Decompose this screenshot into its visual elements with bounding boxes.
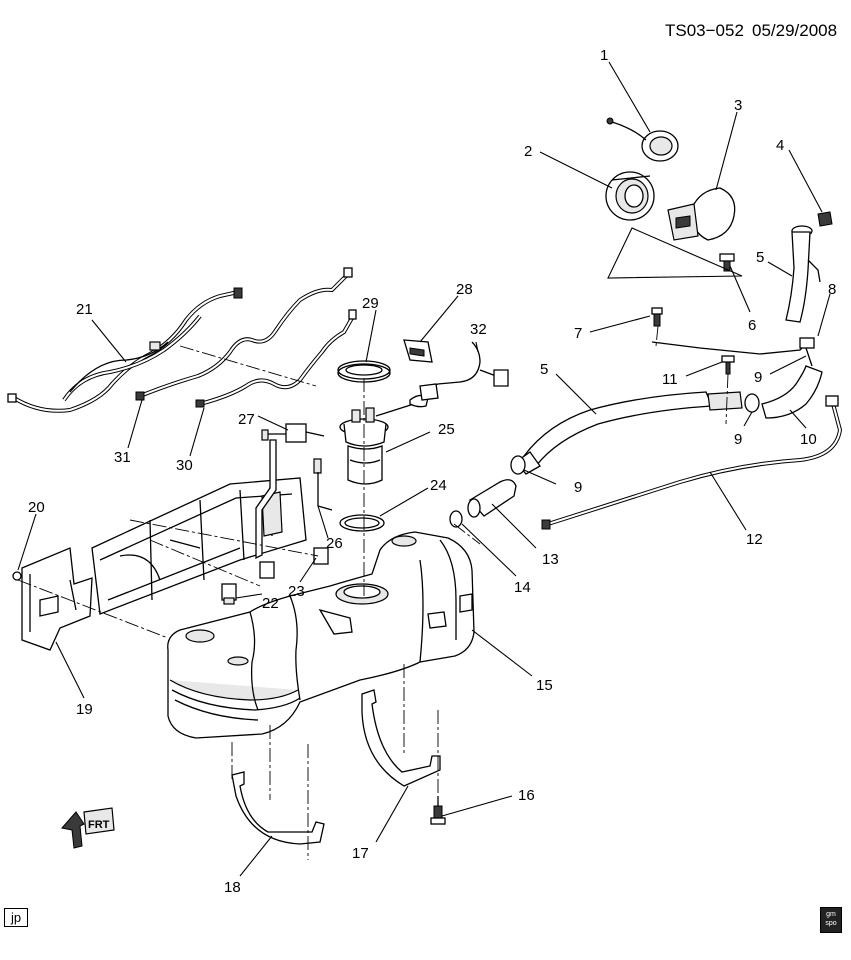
callout-25: 25 (438, 421, 455, 438)
callout-22: 22 (262, 595, 279, 612)
assembly-centerlines (17, 325, 729, 860)
callout-16: 16 (518, 787, 535, 804)
callout-8: 8 (828, 281, 836, 298)
callout-7: 7 (574, 325, 582, 342)
fuel-pump-module (339, 394, 429, 485)
filler-pipe-bolt (651, 307, 663, 327)
fuel-filler-housing (605, 171, 655, 221)
fuel-pump-harness (419, 341, 509, 401)
callout-18: 18 (224, 879, 241, 896)
callout-1: 1 (600, 47, 608, 64)
fuel-cap (606, 117, 679, 162)
fuel-tank-fill-hose (467, 479, 517, 518)
callout-numbers: 1 2 3 4 5 6 7 8 5 9 10 11 9 12 13 9 14 1… (28, 47, 836, 896)
callout-31: 31 (114, 449, 131, 466)
filler-neck-bracket-line (651, 337, 815, 367)
diagram-date: 05/29/2008 (752, 21, 837, 40)
strap-bolt (430, 796, 446, 825)
callout-17: 17 (352, 845, 369, 862)
fuel-filler-door (667, 187, 736, 241)
callout-32: 32 (470, 321, 487, 338)
fuel-feed-pipe (195, 309, 357, 408)
callout-4: 4 (776, 137, 784, 154)
callout-13: 13 (542, 551, 559, 568)
fuel-tank-strap-front (361, 689, 441, 787)
sensor-bracket (255, 439, 277, 560)
fuel-pump-seal (339, 514, 385, 532)
callout-20: 20 (28, 499, 45, 516)
callout-26: 26 (326, 535, 343, 552)
callout-23: 23 (288, 583, 305, 600)
fuel-tank-shield-panel (12, 547, 93, 651)
evap-vent-pipe (541, 395, 843, 530)
callout-leader-lines (17, 61, 831, 877)
callout-27: 27 (238, 411, 255, 428)
illustrator-tag: jp (4, 908, 28, 927)
filler-pipe-screw (721, 355, 735, 375)
callout-9-tank: 9 (574, 479, 582, 496)
callout-5: 5 (756, 249, 764, 266)
fuel-line-assembly (7, 287, 243, 413)
callout-28: 28 (456, 281, 473, 298)
hose-clamp (449, 393, 760, 528)
fuel-level-sensor (313, 458, 333, 511)
callout-9-upper: 9 (754, 369, 762, 386)
fuel-door-screw (719, 253, 735, 272)
wiring-clip (259, 547, 329, 579)
callout-12: 12 (746, 531, 763, 548)
callout-10: 10 (800, 431, 817, 448)
callout-24: 24 (430, 477, 447, 494)
front-label: FRT (88, 819, 110, 831)
callout-21: 21 (76, 301, 93, 318)
diagram-ref-code: TS03−052 (665, 21, 744, 40)
fuel-filler-hose (515, 391, 743, 475)
fuel-tank-strap-rear (231, 771, 325, 845)
harness-connector (403, 339, 433, 363)
callout-2: 2 (524, 143, 532, 160)
callout-29: 29 (362, 295, 379, 312)
front-direction-indicator: FRT (61, 807, 115, 849)
callout-6: 6 (748, 317, 756, 334)
callout-14: 14 (514, 579, 531, 596)
callout-30: 30 (176, 457, 193, 474)
heat-shield (91, 477, 307, 615)
callout-19: 19 (76, 701, 93, 718)
fuel-pressure-sensor (261, 423, 325, 443)
callout-9-lower: 9 (734, 431, 742, 448)
callout-11: 11 (662, 371, 678, 388)
heat-shield-clip (221, 583, 237, 605)
fuel-door-group-guide (607, 227, 743, 279)
fuel-return-pipe (135, 267, 353, 401)
fuel-filler-pipe (785, 211, 833, 323)
callout-15: 15 (536, 677, 553, 694)
callout-3: 3 (734, 97, 742, 114)
callout-5-hose: 5 (540, 361, 548, 378)
fuel-tank (167, 531, 475, 739)
